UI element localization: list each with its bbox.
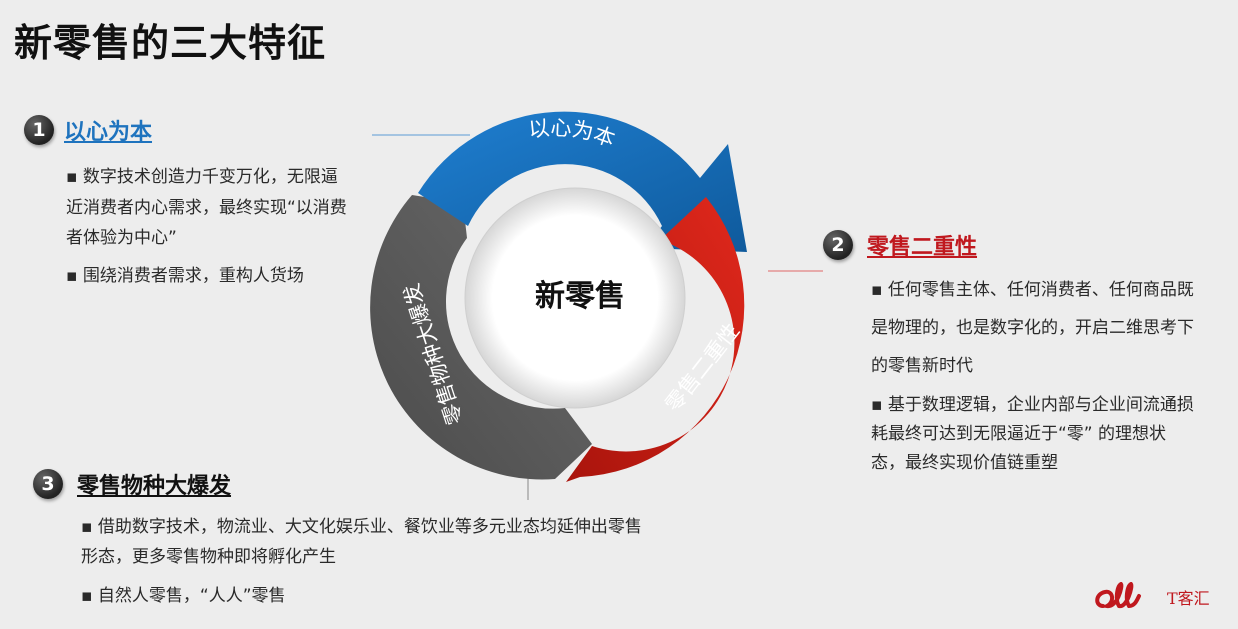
center-label: 新零售 (535, 279, 625, 314)
brand-logo: T客汇 (1093, 582, 1210, 612)
number-badge-1: 1 (24, 115, 54, 145)
bullet-text: ▪ 基于数理逻辑，企业内部与企业间流通损耗最终可达到无限逼近于“零” 的理想状态… (871, 395, 1194, 473)
center-circle (465, 188, 685, 408)
feature-title-2[interactable]: 零售二重性 (867, 235, 978, 260)
bullet-text: ▪ 自然人零售，“人人”零售 (81, 586, 286, 606)
bullet-text: ▪ 围绕消费者需求，重构人货场 (66, 265, 304, 286)
feature-section-3: 3 零售物种大爆发 ▪ 借助数字技术，物流业、大文化娱乐业、餐饮业等多元业态均延… (33, 468, 642, 606)
bullet-text: ▪ 数字技术创造力千变万化，无限逼近消费者内心需求，最终实现“以消费者体验为中心… (66, 167, 347, 248)
brand-text: T客汇 (1167, 589, 1210, 608)
cycle-segment-blue (418, 111, 747, 252)
feature-title-3[interactable]: 零售物种大爆发 (77, 474, 232, 499)
feature-section-2: 2 零售二重性 ▪ 任何零售主体、任何消费者、任何商品既是物理的，也是数字化的，… (823, 229, 1194, 473)
feature-section-1: 1 以心为本 ▪ 数字技术创造力千变万化，无限逼近消费者内心需求，最终实现“以消… (24, 114, 347, 286)
number-badge-2: 2 (823, 230, 853, 260)
bullet-text: ▪ 借助数字技术，物流业、大文化娱乐业、餐饮业等多元业态均延伸出零售形态，更多零… (81, 517, 642, 567)
number-badge-3: 3 (33, 469, 63, 499)
bullet-text: ▪ 任何零售主体、任何消费者、任何商品既是物理的，也是数字化的，开启二维思考下的… (871, 280, 1194, 376)
cycle-segment-gray (370, 195, 592, 480)
feature-title-1[interactable]: 以心为本 (64, 120, 153, 145)
brand-mark-icon (1095, 582, 1141, 609)
page-title: 新零售的三大特征 (14, 21, 327, 65)
